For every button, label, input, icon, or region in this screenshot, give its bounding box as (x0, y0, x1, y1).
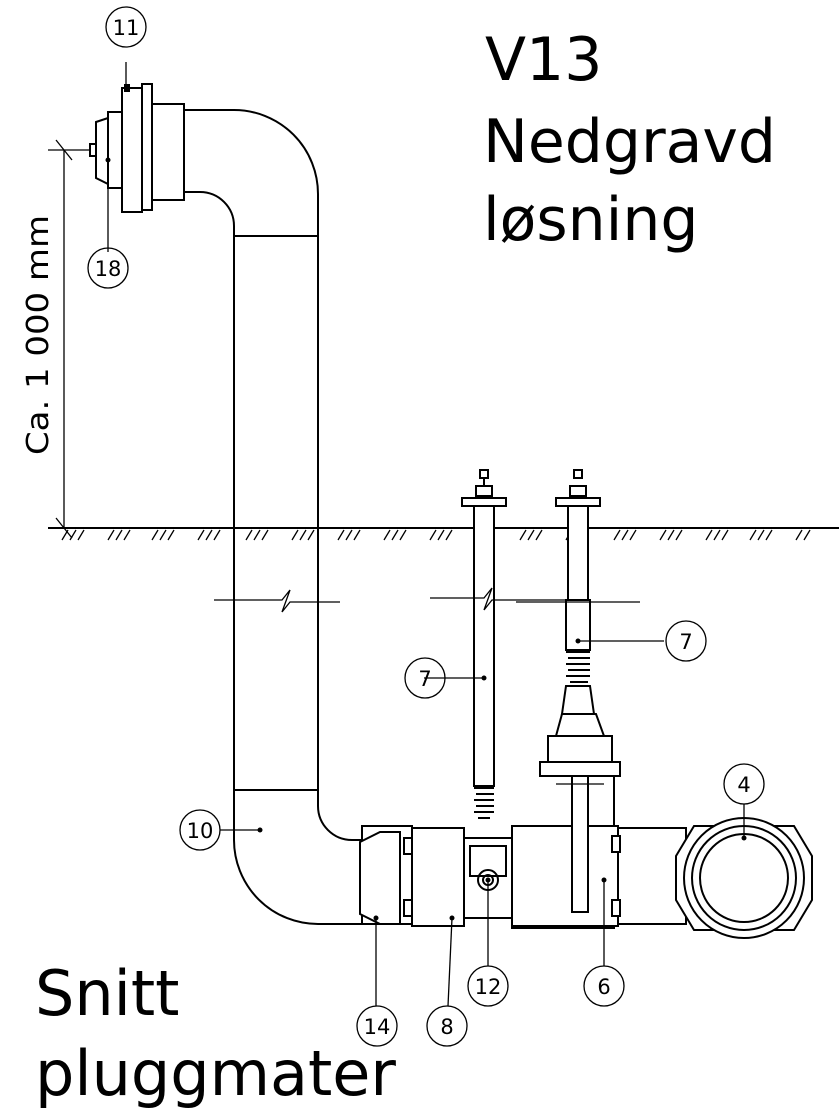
balloon-8-label: 8 (440, 1015, 453, 1039)
balloon-7-left-label: 7 (418, 667, 431, 691)
balloon-12: 12 (467, 965, 509, 1007)
balloon-14-label: 14 (364, 1015, 391, 1039)
gate-valve-body (511, 775, 619, 929)
ground-line (48, 527, 839, 541)
balloon-6-label: 6 (597, 975, 610, 999)
title-line-3: løsning (483, 185, 698, 255)
balloon-11: 11 (105, 6, 147, 48)
balloon-6: 6 (583, 965, 625, 1007)
top-coupling (89, 62, 185, 252)
balloon-18-label: 18 (95, 257, 122, 281)
balloon-14: 14 (356, 1005, 398, 1047)
caption-line-2: pluggmater (35, 1037, 396, 1110)
title-line-1: V13 (485, 25, 602, 95)
balloon-10: 10 (179, 809, 221, 851)
balloon-8: 8 (426, 1005, 468, 1047)
balloon-4-label: 4 (737, 773, 750, 797)
balloon-4: 4 (723, 763, 765, 805)
balloon-18: 18 (87, 247, 129, 289)
tee-coupling (359, 825, 513, 927)
dimension-label: Ca. 1 000 mm (21, 215, 56, 455)
title-line-2: Nedgravd (483, 107, 776, 177)
balloon-12-label: 12 (475, 975, 502, 999)
balloon-11-label: 11 (113, 16, 140, 40)
main-pipe-coupling (611, 817, 813, 939)
balloon-7-left: 7 (404, 657, 446, 699)
balloon-10-label: 10 (187, 819, 214, 843)
leader-lines (220, 638, 745, 1007)
caption-line-1: Snitt (35, 957, 180, 1030)
operating-rod-right (516, 469, 640, 777)
operating-rod-left (430, 469, 570, 819)
riser-pipe (184, 109, 362, 925)
height-dimension: Ca. 1 000 mm (21, 139, 95, 539)
balloon-7-right: 7 (665, 620, 707, 662)
balloon-7-right-label: 7 (679, 630, 692, 654)
